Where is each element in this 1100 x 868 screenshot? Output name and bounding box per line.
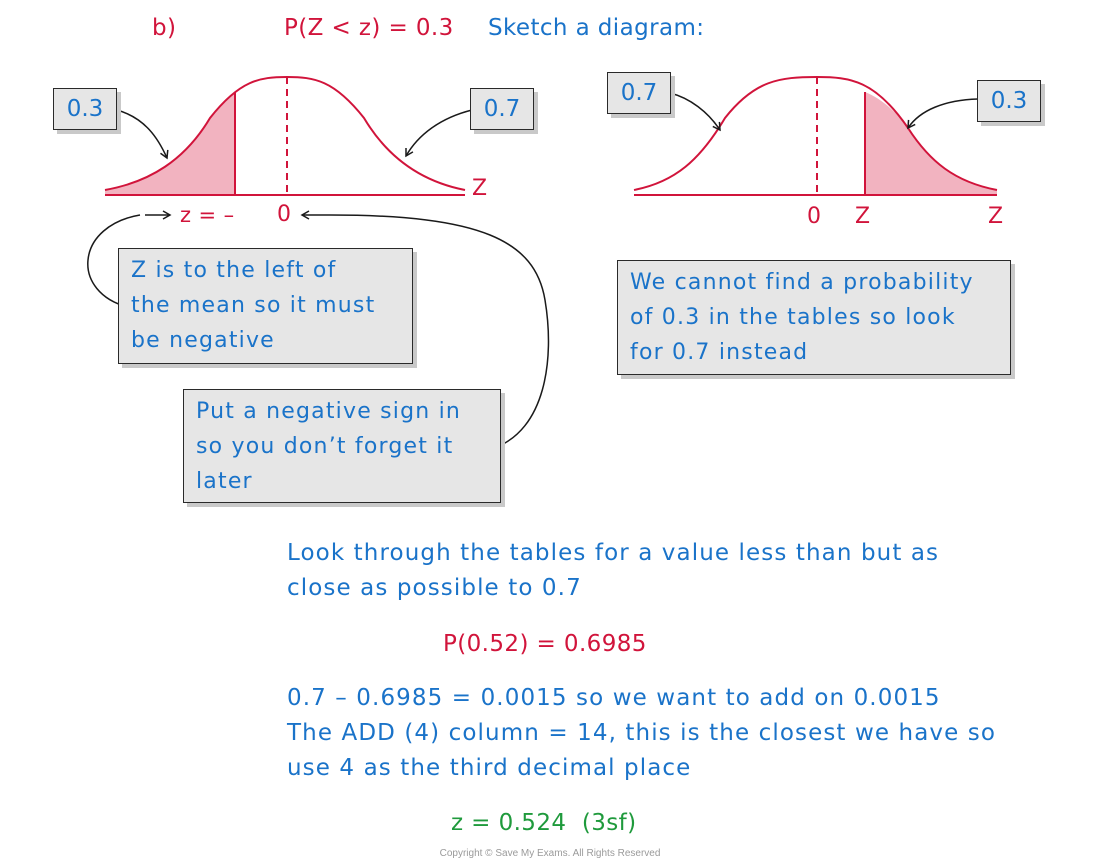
equation: P(Z < z) = 0.3 (284, 15, 454, 41)
copyright-notice: Copyright © Save My Exams. All Rights Re… (439, 848, 661, 859)
note-line: Put a negative sign in (196, 399, 462, 424)
note-line: for 0.7 instead (630, 340, 809, 365)
difference-line-1: 0.7 – 0.6985 = 0.0015 so we want to add … (287, 685, 941, 711)
left-axis-label: Z (472, 176, 488, 201)
sign-note-loop-arrow (329, 214, 550, 449)
right-diagram-left-tag: 0.7 (607, 72, 671, 114)
right-zero-label: 0 (807, 204, 822, 229)
note-line: later (196, 469, 253, 494)
note-line: so you don’t forget it (196, 434, 454, 459)
look-through-line-2: close as possible to 0.7 (287, 575, 582, 601)
look-through-line-1: Look through the tables for a value less… (287, 540, 940, 566)
right-diagram-right-value: 0.3 (990, 88, 1028, 114)
note-line: We cannot find a probability (630, 270, 974, 295)
right-diagram-left-value: 0.7 (620, 80, 658, 106)
left-area-tag: 0.3 (53, 88, 117, 130)
note-line: the mean so it must (131, 293, 376, 318)
right-shaded-region (865, 92, 997, 195)
right-area-value: 0.7 (483, 96, 521, 122)
right-axis-label: Z (988, 204, 1004, 229)
right-z-label: Z (855, 204, 871, 229)
note-left-of-mean: Z is to the left of the mean so it must … (118, 248, 413, 364)
p-value-line: P(0.52) = 0.6985 (443, 631, 647, 657)
difference-line-2: The ADD (4) column = 14, this is the clo… (287, 720, 997, 746)
note-line: be negative (131, 328, 275, 353)
right-right-tag-arrow (907, 98, 979, 130)
z-negative-label: z = – (180, 203, 235, 227)
note-cannot-find: We cannot find a probability of 0.3 in t… (617, 260, 1011, 375)
instruction: Sketch a diagram: (488, 15, 705, 41)
left-area-value: 0.3 (66, 96, 104, 122)
right-diagram-right-tag: 0.3 (977, 80, 1041, 122)
right-area-tag: 0.7 (470, 88, 534, 130)
note-loop-arrow (87, 214, 141, 308)
right-tag-arrow (405, 109, 473, 158)
left-tag-arrow (116, 109, 169, 160)
difference-line-3: use 4 as the third decimal place (287, 755, 692, 781)
zero-label: 0 (277, 202, 292, 227)
note-negative-sign: Put a negative sign in so you don’t forg… (183, 389, 501, 503)
left-shaded-region (105, 92, 235, 195)
note-line: Z is to the left of (131, 258, 337, 283)
part-label: b) (152, 15, 177, 41)
note-line: of 0.3 in the tables so look (630, 305, 956, 330)
right-left-tag-arrow (669, 92, 721, 132)
final-answer: z = 0.524 (3sf) (451, 810, 637, 836)
